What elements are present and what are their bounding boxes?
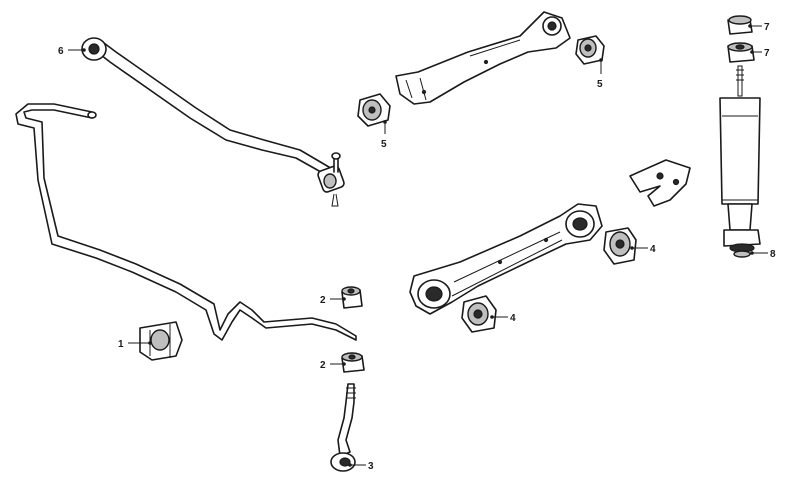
callout-label: 5 xyxy=(381,139,387,150)
link-bushing-upper xyxy=(341,286,363,309)
shock-bushing-top xyxy=(727,15,753,35)
callout-5-left: 5 xyxy=(381,120,387,150)
callout-7-top: 7 xyxy=(748,22,770,33)
callout-label: 2 xyxy=(320,360,326,371)
callout-8: 8 xyxy=(750,249,776,260)
callout-label: 5 xyxy=(597,79,603,90)
callout-2-upper: 2 xyxy=(320,295,346,306)
link-bushing-lower xyxy=(341,352,365,373)
callout-5-right: 5 xyxy=(597,58,603,90)
callout-3: 3 xyxy=(348,461,374,472)
track-rod xyxy=(81,37,345,207)
lower-control-arm xyxy=(409,203,603,315)
stabilizer-bushing xyxy=(139,321,183,361)
callout-label: 8 xyxy=(770,249,776,260)
shock-bushing-second xyxy=(727,42,755,63)
callout-label: 7 xyxy=(764,48,770,59)
callout-label: 6 xyxy=(58,46,64,57)
callout-label: 4 xyxy=(510,313,516,324)
callout-6: 6 xyxy=(58,46,86,57)
lower-arm-bushing-left xyxy=(461,295,497,333)
shock-absorber xyxy=(719,65,761,258)
callout-label: 3 xyxy=(368,461,374,472)
callout-1: 1 xyxy=(118,339,152,350)
shackle-bracket xyxy=(629,159,691,207)
stabilizer-link xyxy=(330,383,356,472)
upper-control-arm xyxy=(395,11,571,105)
lower-arm-bushing-right xyxy=(603,227,637,265)
callout-4-upper: 4 xyxy=(630,244,656,255)
callout-label: 4 xyxy=(650,244,656,255)
stabilizer-bar xyxy=(15,103,357,341)
callout-label: 7 xyxy=(764,22,770,33)
upper-arm-bushing-left xyxy=(357,93,391,127)
callout-label: 2 xyxy=(320,295,326,306)
callout-2-lower: 2 xyxy=(320,360,346,371)
callout-label: 1 xyxy=(118,339,124,350)
callout-4-lower: 4 xyxy=(490,313,516,324)
callout-7-second: 7 xyxy=(750,48,770,59)
